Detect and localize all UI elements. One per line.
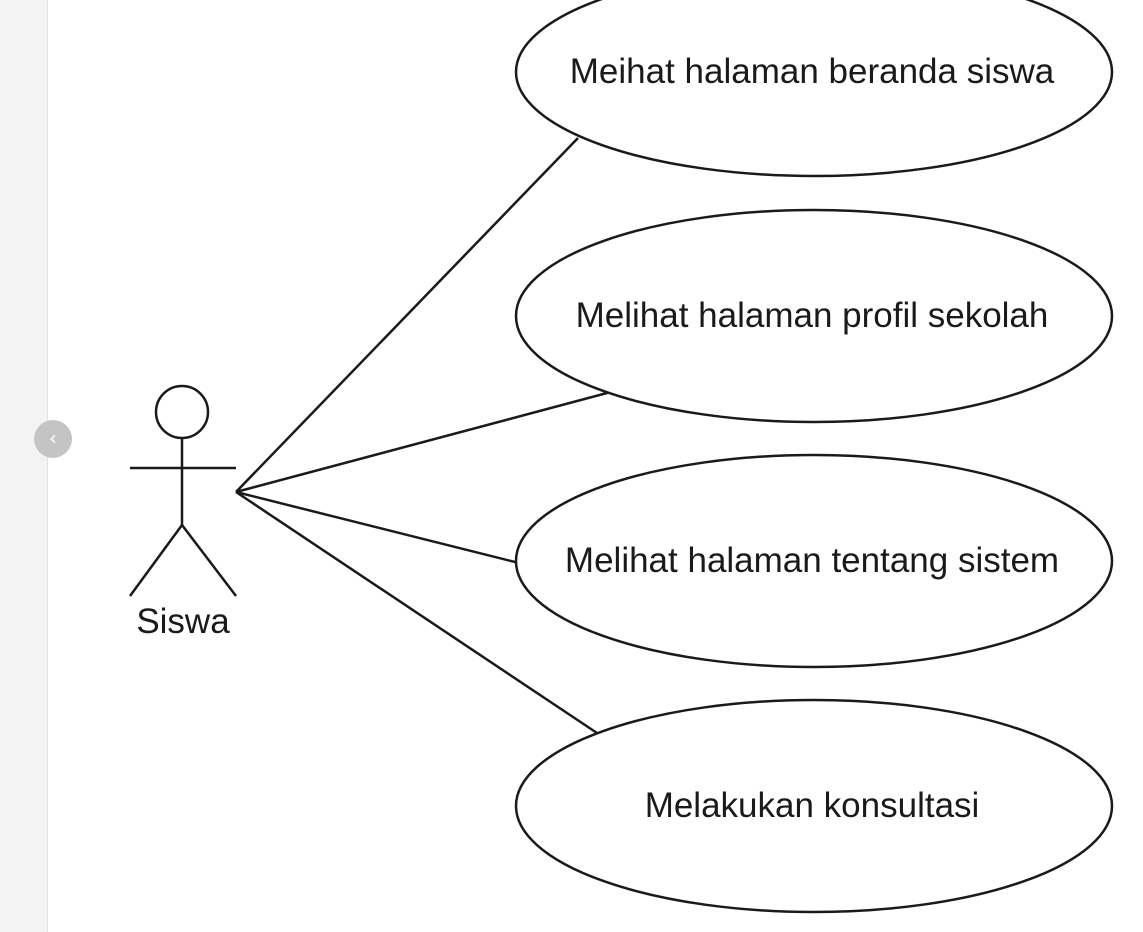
use-case-label: Melihat halaman profil sekolah: [576, 296, 1049, 335]
use-case-label: Meihat halaman beranda siswa: [570, 52, 1055, 91]
chevron-left-icon: ‹: [49, 426, 57, 450]
actor-label: Siswa: [136, 602, 230, 641]
actor-right-leg: [181, 524, 237, 597]
actor-head: [154, 384, 210, 440]
association-line-3: [235, 490, 520, 565]
collapse-panel-button[interactable]: ‹: [34, 420, 72, 458]
left-side-panel: [0, 0, 48, 932]
actor-siswa: [128, 384, 237, 597]
use-case-label: Melakukan konsultasi: [645, 786, 980, 825]
use-case-1: Meihat halaman beranda siswa: [514, 0, 1114, 178]
use-case-label: Melihat halaman tentang sistem: [565, 541, 1059, 580]
association-line-1: [235, 137, 579, 493]
association-line-4: [235, 490, 604, 739]
association-line-2: [235, 387, 623, 494]
use-case-ellipse: [514, 208, 1114, 424]
actor-left-leg: [128, 524, 184, 597]
use-case-ellipse: [514, 0, 1114, 178]
use-case-4: Melakukan konsultasi: [514, 698, 1114, 914]
use-case-3: Melihat halaman tentang sistem: [514, 453, 1114, 669]
use-case-2: Melihat halaman profil sekolah: [514, 208, 1114, 424]
associations: [235, 137, 623, 739]
use-case-ellipse: [514, 453, 1114, 669]
use-case-ellipse: [514, 698, 1114, 914]
